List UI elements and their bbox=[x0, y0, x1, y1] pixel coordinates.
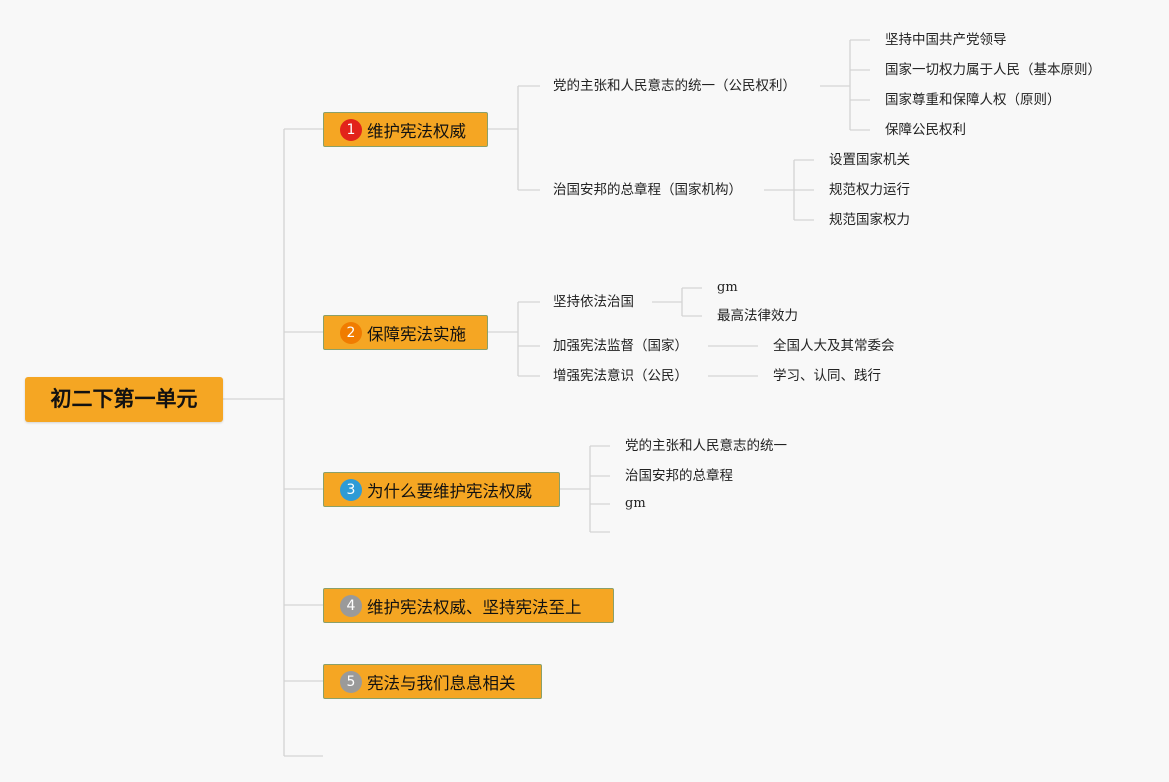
subtopic-2-1[interactable]: 坚持依法治国 bbox=[553, 294, 634, 310]
leaf-1-1-4[interactable]: 保障公民权利 bbox=[885, 122, 966, 138]
topic-5-label: 宪法与我们息息相关 bbox=[367, 673, 516, 693]
subtopic-3-2[interactable]: 治国安邦的总章程 bbox=[625, 468, 733, 484]
number-badge-3: 3 bbox=[340, 478, 362, 501]
leaf-2-2-1[interactable]: 全国人大及其常委会 bbox=[773, 338, 895, 354]
leaf-2-1-2[interactable]: 最高法律效力 bbox=[717, 308, 798, 324]
number-badge-2: 2 bbox=[340, 321, 362, 344]
subtopic-3-1[interactable]: 党的主张和人民意志的统一 bbox=[625, 438, 787, 454]
leaf-1-1-2[interactable]: 国家一切权力属于人民（基本原则） bbox=[885, 62, 1101, 78]
leaf-2-1-1[interactable]: gm bbox=[717, 280, 738, 295]
subtopic-1-1[interactable]: 党的主张和人民意志的统一（公民权利） bbox=[553, 78, 796, 94]
subtopic-3-3[interactable]: gm bbox=[625, 496, 646, 511]
topic-2-label: 保障宪法实施 bbox=[367, 324, 466, 344]
leaf-1-1-3[interactable]: 国家尊重和保障人权（原则） bbox=[885, 92, 1061, 108]
topic-1[interactable]: 1 维护宪法权威 bbox=[323, 112, 488, 147]
topic-3[interactable]: 3 为什么要维护宪法权威 bbox=[323, 472, 560, 507]
leaf-1-2-2[interactable]: 规范权力运行 bbox=[829, 182, 910, 198]
topic-4-label: 维护宪法权威、坚持宪法至上 bbox=[367, 597, 582, 617]
topic-1-label: 维护宪法权威 bbox=[367, 121, 466, 141]
number-badge-5: 5 bbox=[340, 670, 362, 693]
topic-2[interactable]: 2 保障宪法实施 bbox=[323, 315, 488, 350]
leaf-2-3-1[interactable]: 学习、认同、践行 bbox=[773, 368, 881, 384]
subtopic-2-2[interactable]: 加强宪法监督（国家） bbox=[553, 338, 688, 354]
topic-3-label: 为什么要维护宪法权威 bbox=[367, 481, 532, 501]
subtopic-2-3[interactable]: 增强宪法意识（公民） bbox=[553, 368, 688, 384]
leaf-1-2-1[interactable]: 设置国家机关 bbox=[829, 152, 910, 168]
leaf-1-1-1[interactable]: 坚持中国共产党领导 bbox=[885, 32, 1007, 48]
leaf-1-2-3[interactable]: 规范国家权力 bbox=[829, 212, 910, 228]
subtopic-1-2[interactable]: 治国安邦的总章程（国家机构） bbox=[553, 182, 742, 198]
root-topic[interactable]: 初二下第一单元 bbox=[25, 377, 223, 422]
number-badge-4: 4 bbox=[340, 594, 362, 617]
topic-5[interactable]: 5 宪法与我们息息相关 bbox=[323, 664, 542, 699]
number-badge-1: 1 bbox=[340, 118, 362, 141]
topic-4[interactable]: 4 维护宪法权威、坚持宪法至上 bbox=[323, 588, 614, 623]
